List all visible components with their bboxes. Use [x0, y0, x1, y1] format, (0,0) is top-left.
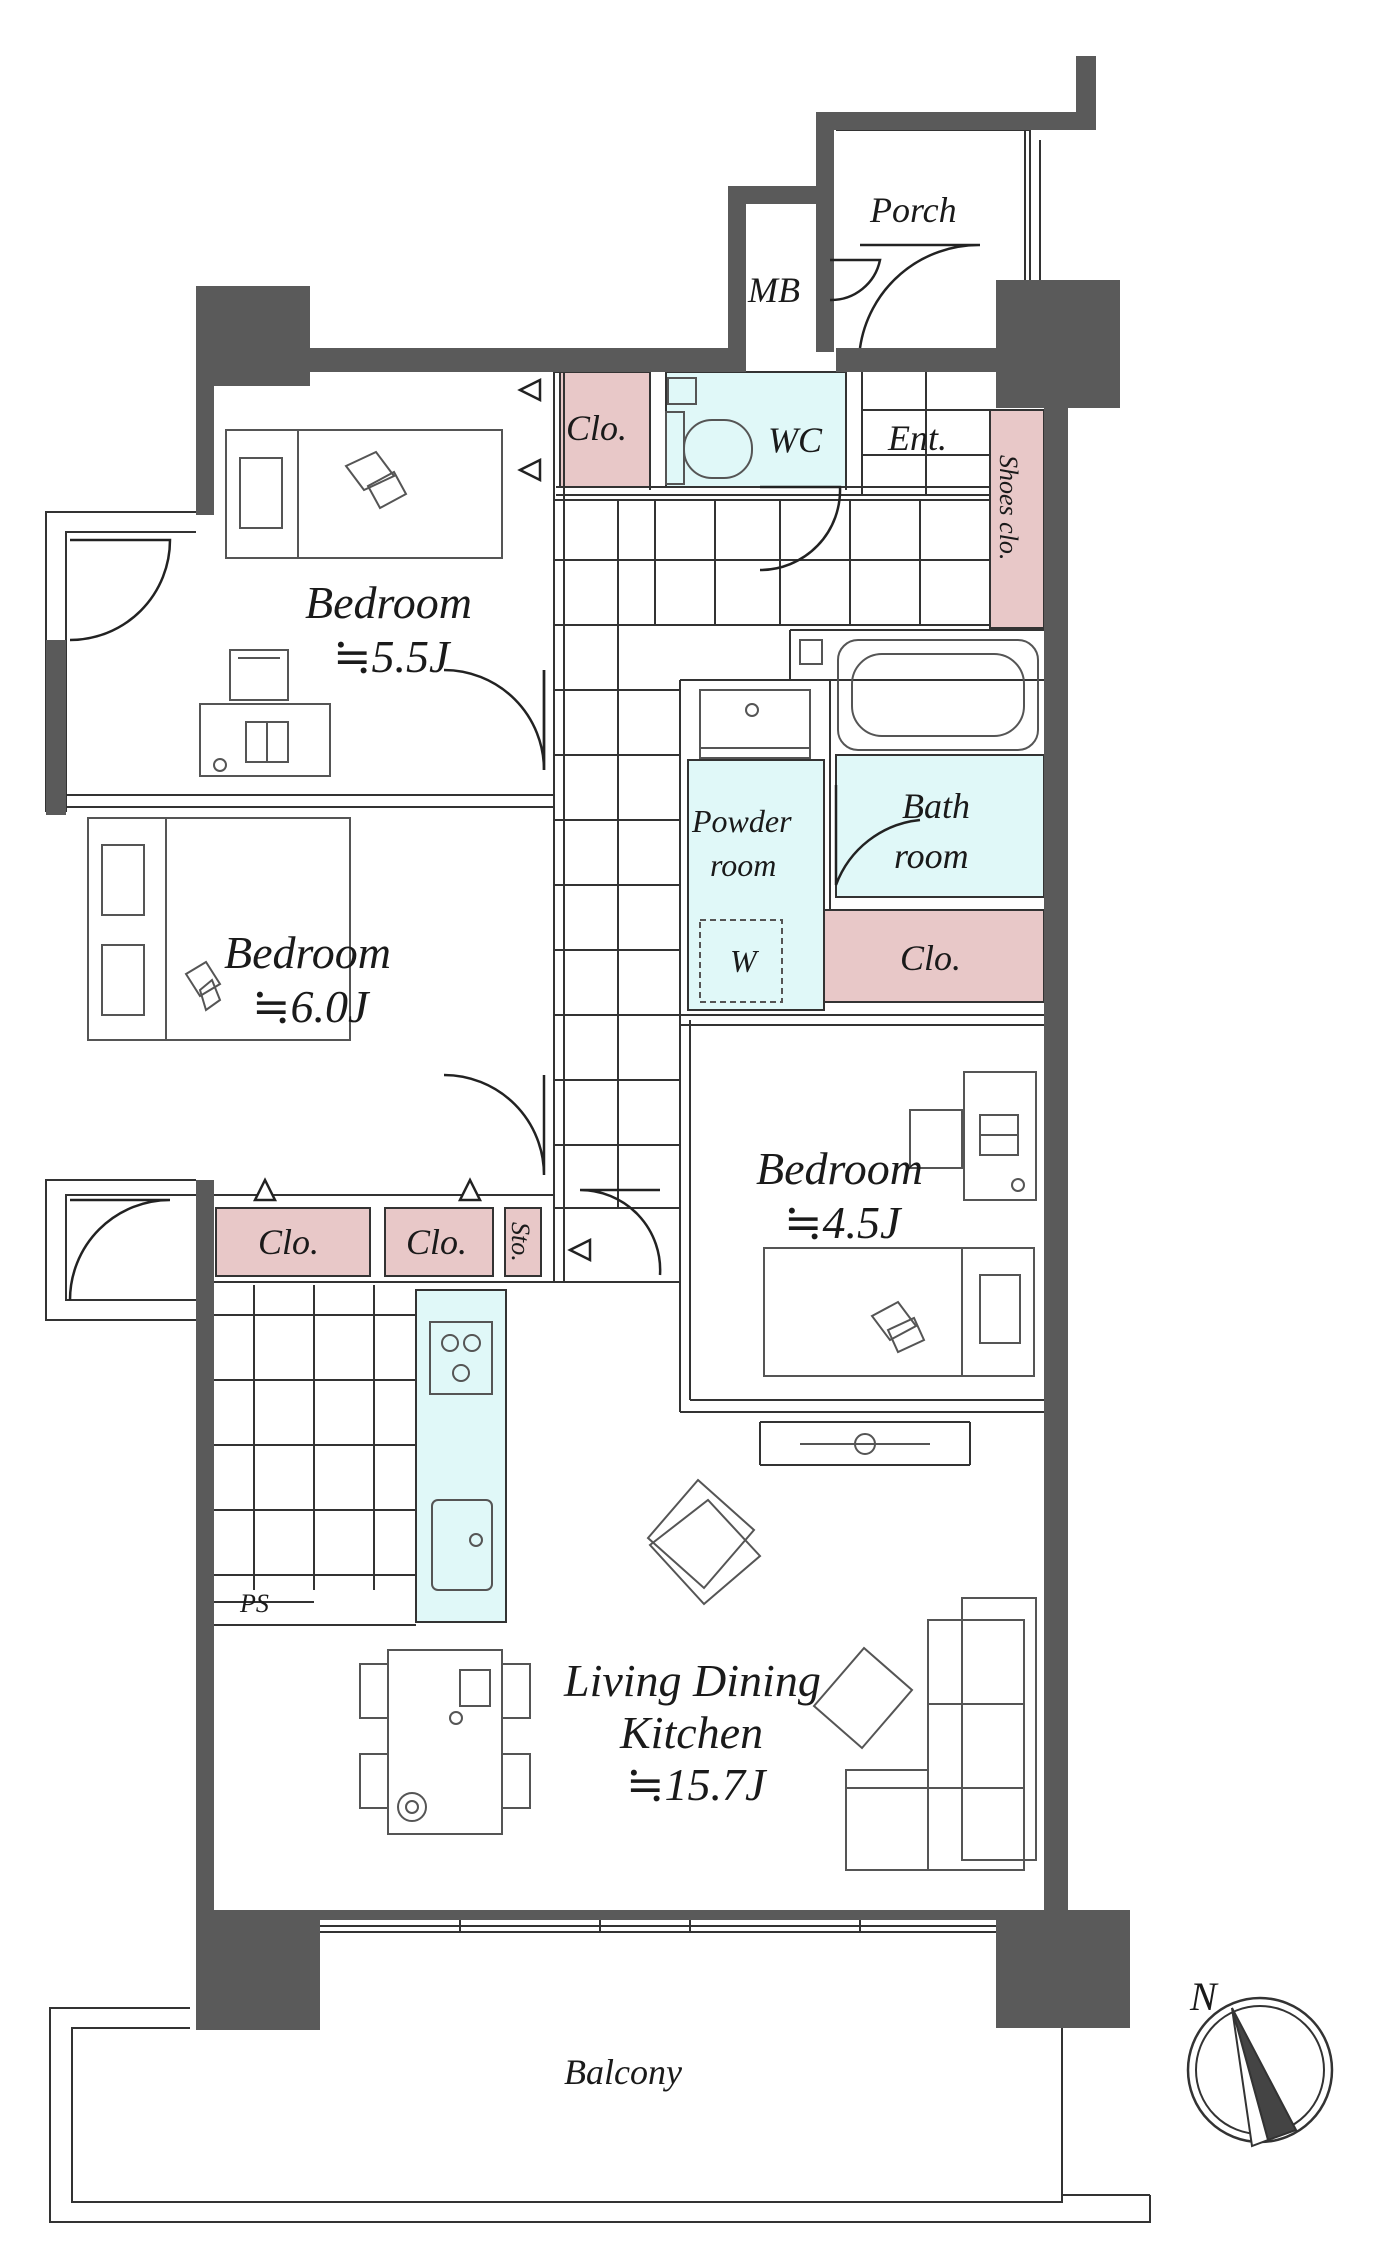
balcony-area [49, 1990, 1151, 2223]
doors [68, 243, 981, 1301]
powder-room-label-1: Powder [691, 803, 792, 839]
bath-room-label-2: room [894, 836, 969, 876]
powder-room-label-2: room [710, 847, 776, 883]
compass-north-label: N [1189, 1974, 1219, 2019]
labels: Porch MB Ent. WC Clo. Shoes clo. Bedroom… [224, 190, 1023, 2092]
bedroom2-name: Bedroom [224, 927, 391, 978]
storage-closet [504, 1207, 542, 1277]
bedroom1-name: Bedroom [305, 577, 472, 628]
compass: N [1186, 1974, 1334, 2148]
bedroom3-size: ≒4.5J [784, 1197, 903, 1248]
ldk-label-1: Living Dining [563, 1655, 821, 1706]
closet-bath [805, 909, 1045, 1003]
bedroom2-size: ≒6.0J [252, 981, 371, 1032]
window-row [320, 1920, 996, 1933]
storage-label: Sto. [506, 1222, 535, 1262]
closet-bedroom1-label: Clo. [566, 408, 627, 448]
closet-fills [215, 371, 1045, 1277]
ldk-size: ≒15.7J [626, 1759, 768, 1810]
pipe-space-label: PS [239, 1589, 269, 1618]
kitchen-tiles [214, 1285, 416, 1590]
shoes-closet [989, 409, 1045, 629]
closet-a [215, 1207, 371, 1277]
bedroom1-size: ≒5.5J [333, 631, 452, 682]
balcony-label: Balcony [564, 2052, 682, 2092]
shoes-closet-label: Shoes clo. [994, 455, 1023, 560]
closet-bath-label: Clo. [900, 938, 961, 978]
walls [46, 56, 1130, 2030]
mb-label: MB [747, 270, 800, 310]
closet-bedroom1 [559, 371, 651, 488]
closet-b [384, 1207, 494, 1277]
tile-grid [214, 372, 990, 1590]
hallway-tiles [555, 499, 990, 1209]
porch-label: Porch [869, 190, 957, 230]
entrance-tiles [861, 372, 990, 495]
bath-room-label-1: Bath [902, 786, 970, 826]
washer-label: W [730, 943, 760, 979]
bedroom3-name: Bedroom [756, 1143, 923, 1194]
ldk-label-2: Kitchen [619, 1707, 763, 1758]
wc-label: WC [768, 420, 823, 460]
closet-a-label: Clo. [258, 1222, 319, 1262]
powder-room [687, 759, 825, 1011]
entrance-label: Ent. [887, 418, 947, 458]
closet-b-label: Clo. [406, 1222, 467, 1262]
furniture [87, 377, 1039, 1871]
